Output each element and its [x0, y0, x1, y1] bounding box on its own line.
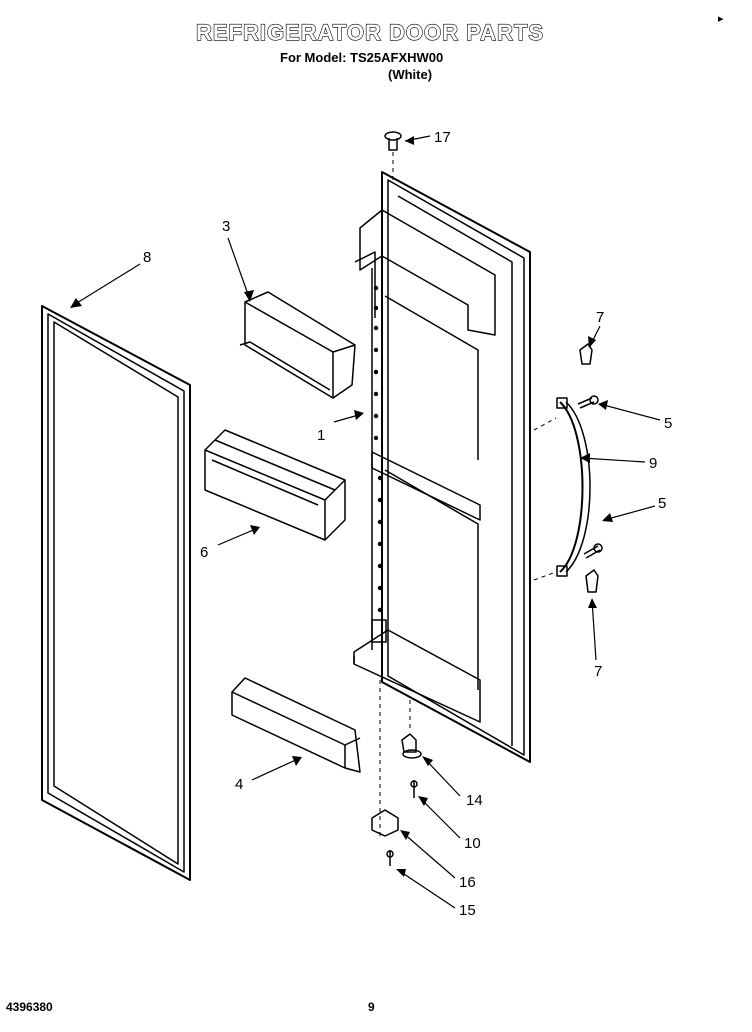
callout-3: 3 [222, 218, 230, 235]
door-gasket [41, 305, 191, 881]
model-subtitle: For Model: TS25AFXHW00 [280, 50, 444, 65]
handle-screw-lower [583, 543, 603, 559]
door-liner [353, 171, 531, 763]
color-note: (White) [388, 67, 433, 82]
shelf-bar [231, 677, 361, 773]
handle-clip-upper [579, 343, 593, 365]
callout-6: 6 [200, 544, 208, 561]
handle-screw-upper [577, 395, 599, 409]
callout-9: 9 [649, 455, 657, 472]
callout-14: 14 [466, 792, 483, 809]
hinge-screw [410, 780, 418, 798]
hinge-cam [401, 733, 422, 759]
handle-clip-lower [585, 569, 599, 593]
callout-15: 15 [459, 902, 476, 919]
door-bin [204, 429, 346, 541]
page-title: REFRIGERATOR DOOR PARTS [195, 19, 545, 45]
bottom-hinge-bracket [371, 809, 399, 837]
callout-5-upper: 5 [664, 415, 672, 432]
leader-lines [71, 135, 661, 909]
callout-7-lower: 7 [594, 663, 602, 680]
callout-4: 4 [235, 776, 243, 793]
dairy-door [239, 291, 356, 399]
callout-16: 16 [459, 874, 476, 891]
callout-10: 10 [464, 835, 481, 852]
callout-5-lower: 5 [658, 495, 666, 512]
callout-17: 17 [434, 129, 451, 146]
leader-arrowheads [70, 136, 613, 877]
callout-1: 1 [317, 427, 325, 444]
page-number: 9 [368, 1000, 375, 1014]
top-plug [384, 131, 402, 182]
callout-8: 8 [143, 249, 151, 266]
hinge-bracket-screw [386, 850, 394, 866]
document-number: 4396380 [6, 1000, 53, 1014]
corner-mark: ▸ [718, 13, 724, 25]
callout-7-upper: 7 [596, 309, 604, 326]
door-handle [556, 397, 591, 577]
